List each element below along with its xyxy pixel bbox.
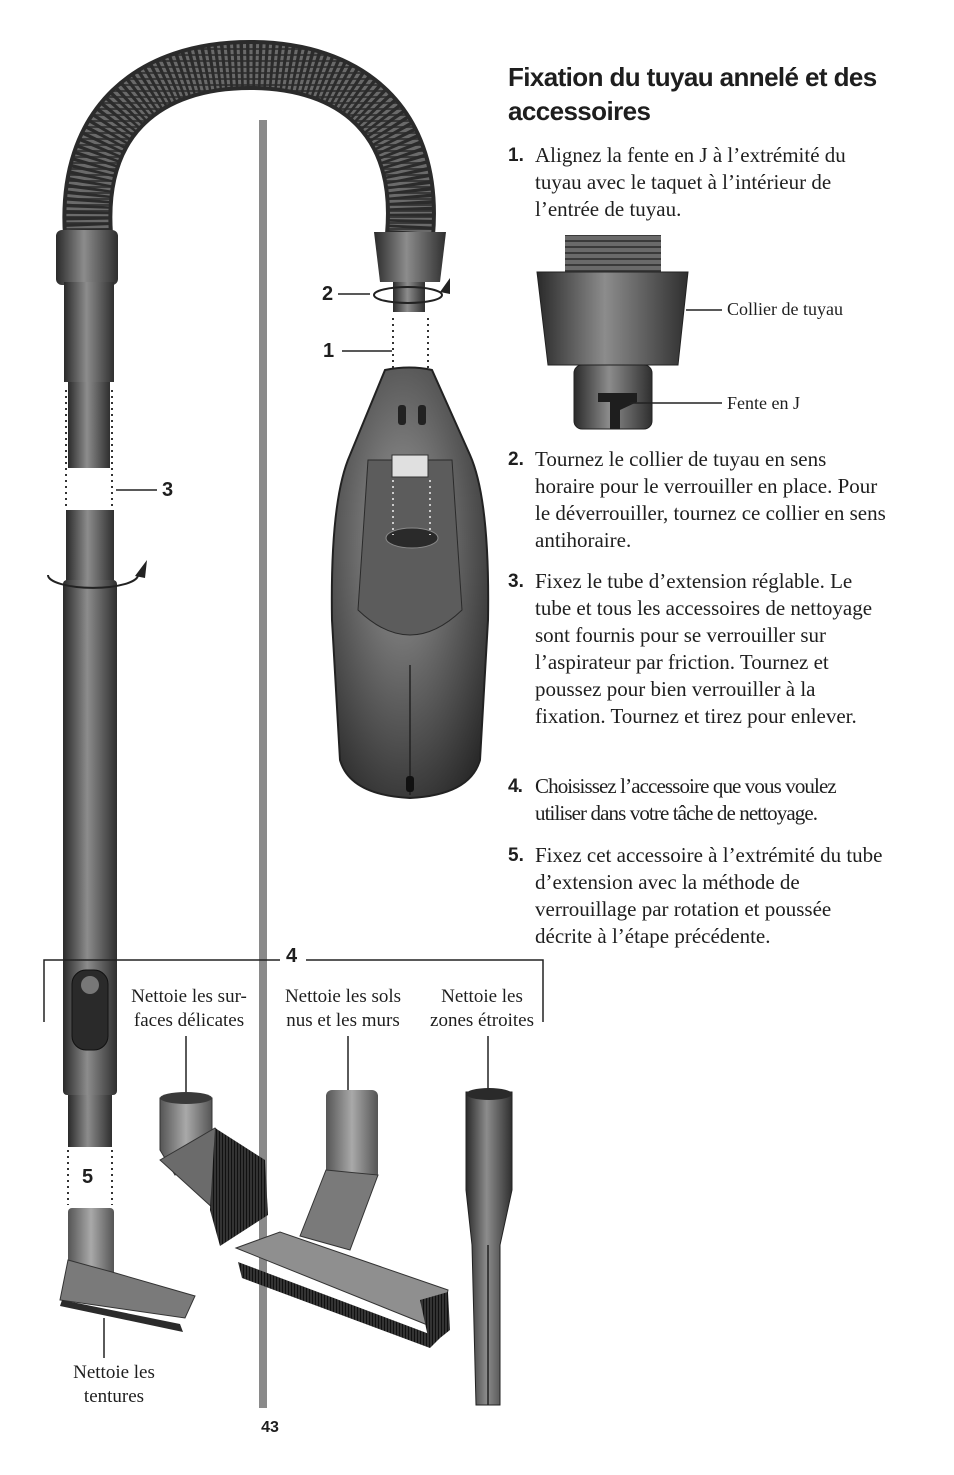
hose-left-end (56, 230, 118, 508)
step-number: 4. (508, 776, 523, 797)
page-title: Fixation du tuyau annelé et des accessoi… (508, 62, 877, 126)
hose-right-collar (373, 232, 450, 370)
callout-1: 1 (323, 340, 335, 362)
step-number: 5. (508, 845, 524, 866)
collar-detail-illustration (536, 235, 722, 430)
callout-5: 5 (82, 1166, 94, 1188)
step-text: Tournez le collier de tuyau en sens hora… (535, 447, 886, 552)
step-text: Fixez cet accessoire à l’extrémité du tu… (535, 843, 883, 948)
step-number: 1. (508, 145, 524, 166)
step-text: Choisissez l’accessoire que vous voulez … (535, 774, 837, 825)
page-number: 43 (261, 1419, 279, 1436)
corrugated-hose (62, 39, 436, 238)
callout-3: 3 (162, 479, 174, 501)
column-divider (259, 120, 267, 1408)
caption-upholstery-tool: Nettoie les tentures (73, 1362, 155, 1407)
callout-leaders (43, 293, 544, 1022)
vacuum-body (330, 366, 490, 800)
label-hose-collar: Collier de tuyau (727, 299, 843, 319)
extension-wand (47, 510, 147, 1205)
step-text: Fixez le tube d’extension réglable. Le t… (535, 569, 873, 728)
step-3: 3. Fixez le tube d’extension réglable. L… (508, 568, 888, 730)
callout-4: 4 (286, 945, 298, 967)
step-4: 4. Choisissez l’accessoire que vous voul… (508, 773, 888, 827)
step-number: 3. (508, 571, 524, 592)
caption-crevice-tool: Nettoie les zones étroites (430, 986, 534, 1031)
label-j-slot: Fente en J (727, 393, 800, 413)
dusting-brush (159, 1036, 268, 1246)
step-text: Alignez la fente en J à l’extrémité du t… (535, 143, 846, 221)
upholstery-tool (59, 1208, 196, 1358)
step-number: 2. (508, 449, 524, 470)
caption-floor-brush: Nettoie les sols nus et les murs (284, 986, 402, 1031)
step-1: 1. Alignez la fente en J à l’extrémité d… (508, 142, 888, 223)
callout-2: 2 (322, 283, 334, 305)
step-5: 5. Fixez cet accessoire à l’extrémité du… (508, 842, 888, 950)
crevice-tool (465, 1036, 513, 1406)
floor-brush (234, 1036, 450, 1348)
caption-dusting-brush: Nettoie les sur- faces délicates (131, 986, 247, 1031)
step-2: 2. Tournez le collier de tuyau en sens h… (508, 446, 888, 554)
